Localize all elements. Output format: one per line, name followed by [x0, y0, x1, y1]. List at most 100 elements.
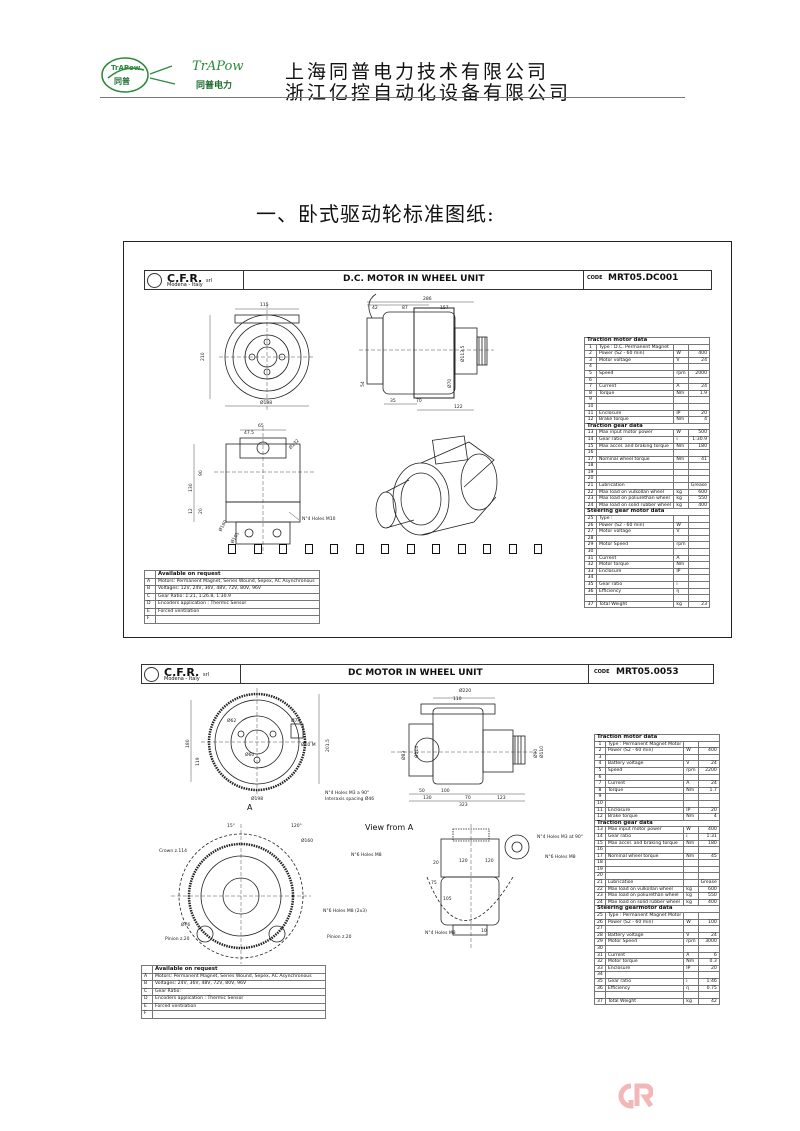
spec-row: Traction motor data	[594, 734, 720, 742]
spec-row: 18	[584, 462, 711, 470]
company-logo: TrAPow 同普 TrAPow 同普电力	[100, 56, 270, 94]
header-divider	[100, 97, 685, 98]
spec-unit	[673, 402, 689, 411]
available-key	[141, 965, 153, 974]
spec-unit	[673, 594, 689, 602]
dim-label: 70	[416, 398, 422, 404]
spec-description: Power (S2 - 60 min)	[604, 747, 685, 755]
spec-unit: kg	[683, 898, 699, 907]
brand-suffix: srl	[203, 672, 210, 678]
spec-description: Type : Permanent Magnet Motor	[604, 740, 685, 749]
spec-row	[594, 991, 720, 999]
spec-number: 3	[594, 753, 606, 762]
spec-description	[604, 925, 685, 933]
spec-number: 16	[594, 846, 606, 854]
spec-row: 19	[594, 865, 720, 874]
spec-row: Traction gear data	[584, 422, 710, 431]
spec-number: 17	[584, 455, 597, 464]
spec-description: Current	[595, 383, 675, 391]
spec-unit	[673, 548, 689, 556]
spec-unit: Nm	[683, 813, 699, 821]
placeholder-box	[304, 544, 313, 554]
spec-description	[595, 396, 675, 404]
spec-unit: IP	[673, 409, 689, 418]
spec-row: 20	[584, 475, 711, 484]
spec-unit	[683, 912, 699, 920]
spec-unit: rpm	[673, 541, 689, 549]
spec-number: 2	[584, 350, 597, 358]
available-row: F	[141, 1010, 326, 1019]
dim-label: 130	[423, 795, 432, 801]
spec-value	[687, 468, 711, 477]
spec-number: 8	[594, 786, 606, 795]
spec-unit	[673, 343, 689, 352]
placeholder-box	[228, 544, 236, 554]
spec-value: 180	[687, 442, 711, 451]
pinion-label: Pinion z.20	[165, 936, 190, 942]
spec-description: Current	[604, 780, 685, 788]
spec-description: Motor voltage	[595, 528, 675, 536]
spec-unit: IP	[673, 567, 689, 576]
company-name-2: 浙江亿控自动化设备有限公司	[285, 82, 572, 104]
spec-value	[687, 548, 711, 556]
spec-number	[584, 594, 597, 602]
spec-value: 24	[687, 383, 711, 391]
spec-description	[595, 475, 675, 484]
dim-label: 100	[441, 788, 450, 794]
spec-unit	[683, 773, 699, 782]
spec-number: 8	[584, 389, 597, 398]
spec-number: 27	[594, 925, 606, 933]
spec-description	[604, 971, 685, 979]
spec-description: Nominal wheel torque	[595, 455, 675, 464]
spec-row: 9	[594, 793, 720, 801]
dim-label: 286	[423, 296, 432, 302]
spec-description	[595, 363, 675, 371]
brand-location: Modena - Italy	[167, 282, 203, 288]
spec-row: 30	[584, 548, 711, 556]
available-key: F	[141, 1010, 153, 1019]
spec-number: 35	[584, 580, 597, 589]
cfr-logo-icon	[144, 667, 159, 682]
dim-label: 10	[481, 928, 487, 934]
spec-description	[604, 991, 685, 999]
spec-number: 2	[594, 747, 606, 755]
spec-number: 1	[594, 740, 606, 749]
spec-number: 18	[584, 462, 597, 470]
spec-description	[604, 773, 685, 782]
dim-label: 15°	[227, 823, 235, 829]
spec-row: Steering gear motor data	[584, 508, 710, 517]
spec-row: Steering gearmotor data	[594, 905, 720, 914]
holes-label: N°6 Holes M8	[545, 854, 576, 860]
spec-value	[697, 846, 720, 854]
view-from-a-label: View from A	[365, 823, 414, 832]
spec-number: 13	[584, 429, 597, 437]
title-block: C.F.R. srl Modena - Italy D.C. MOTOR IN …	[144, 270, 712, 290]
spec-description	[604, 872, 685, 881]
spec-row: 10	[594, 799, 720, 808]
spec-description: Motor torque	[595, 561, 675, 569]
dim-label: Ø60	[245, 751, 254, 758]
spec-number: 36	[594, 984, 606, 993]
spec-number: 20	[594, 872, 606, 881]
spec-row: 30	[594, 945, 720, 953]
spec-number: 34	[584, 574, 597, 582]
